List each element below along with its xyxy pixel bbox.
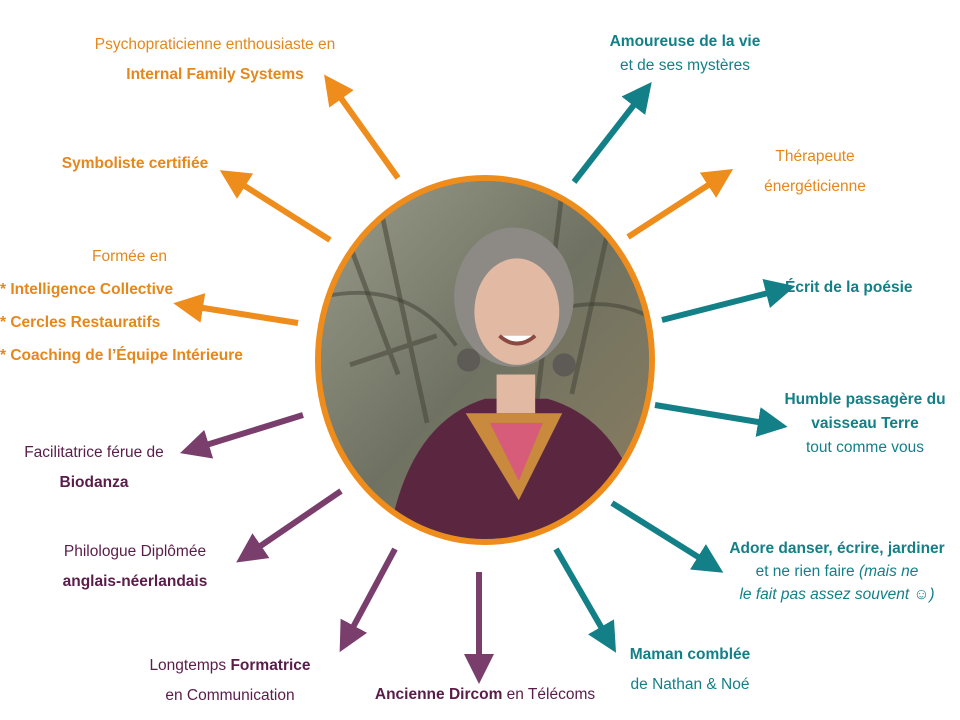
label-ifs-line2: Internal Family Systems — [126, 66, 304, 83]
label-amoureuse-line2: et de ses mystères — [619, 57, 751, 74]
arrow-poesie — [661, 278, 796, 323]
arrow-symboliste — [219, 170, 332, 243]
arrow-formatrice — [339, 547, 398, 653]
label-humble-line3: tout comme vous — [805, 439, 925, 456]
label-formee: Formée en * Intelligence Collective * Ce… — [0, 240, 270, 372]
label-symboliste: Symboliste certifiée — [40, 149, 230, 179]
label-amoureuse: Amoureuse de la vie et de ses mystères — [580, 30, 790, 78]
label-biodanza: Facilitatrice férue de Biodanza — [0, 438, 188, 498]
arrow-humble — [654, 402, 788, 437]
arrow-formee — [173, 293, 299, 326]
arrow-philologue — [236, 488, 343, 563]
label-biodanza-line2: Biodanza — [59, 474, 129, 491]
arrow-amoureuse — [571, 82, 652, 184]
label-humble-line2: vaisseau Terre — [811, 415, 919, 432]
label-biodanza-line1: Facilitatrice férue de — [24, 444, 164, 461]
arrow-therapeute — [626, 168, 734, 240]
label-formee-line2: * Intelligence Collective — [0, 281, 174, 298]
label-adore: Adore danser, écrire, jardiner et ne rie… — [714, 537, 960, 606]
label-philologue: Philologue Diplômée anglais-néerlandais — [30, 537, 240, 597]
label-maman-line1: Maman comblée — [629, 646, 751, 663]
label-ifs: Psychopraticienne enthousiaste en Intern… — [60, 30, 370, 90]
label-maman-line2: de Nathan & Noé — [630, 676, 750, 693]
label-amoureuse-line1: Amoureuse de la vie — [609, 33, 761, 50]
label-formee-line3: * Cercles Restauratifs — [0, 314, 161, 331]
label-formatrice: Longtemps Formatrice en Communication — [130, 651, 330, 711]
label-formatrice-line2: en Communication — [165, 687, 295, 704]
portrait-frame — [315, 175, 655, 545]
label-therapeute: Thérapeute énergéticienne — [720, 142, 910, 202]
arrow-maman — [553, 547, 617, 653]
arrow-adore — [610, 500, 724, 573]
label-symboliste-line1: Symboliste certifiée — [61, 155, 209, 172]
label-maman: Maman comblée de Nathan & Noé — [600, 640, 780, 700]
label-adore-line2a: et ne rien faire — [755, 563, 859, 580]
label-adore-line3: le fait pas assez souvent ☺) — [739, 586, 935, 603]
arrow-biodanza — [180, 412, 304, 459]
label-humble-line1: Humble passagère du — [784, 391, 946, 408]
label-humble: Humble passagère du vaisseau Terre tout … — [770, 388, 960, 460]
label-formatrice-line1a: Longtemps — [149, 657, 231, 674]
label-dircom-a: Ancienne Dircom — [374, 686, 503, 703]
label-formatrice-line1b: Formatrice — [230, 657, 311, 674]
label-therapeute-line2: énergéticienne — [764, 178, 866, 195]
label-ifs-line1: Psychopraticienne enthousiaste en — [94, 36, 336, 53]
label-therapeute-line1: Thérapeute — [775, 148, 855, 165]
label-poesie: Écrit de la poésie — [785, 273, 955, 303]
label-adore-line1: Adore danser, écrire, jardiner — [729, 540, 945, 557]
arrow-ifs — [324, 74, 401, 180]
portrait-photo — [321, 181, 649, 539]
label-poesie-line1: Écrit de la poésie — [785, 279, 913, 296]
label-philologue-line1: Philologue Diplômée — [63, 543, 207, 560]
label-adore-line2b: (mais ne — [858, 563, 919, 580]
label-dircom: Ancienne Dircom en Télécoms — [350, 680, 620, 710]
label-philologue-line2: anglais-néerlandais — [62, 573, 208, 590]
label-formee-line4: * Coaching de l’Équipe Intérieure — [0, 347, 243, 364]
label-dircom-b: en Télécoms — [502, 686, 596, 703]
label-formee-line1: Formée en — [92, 248, 167, 265]
